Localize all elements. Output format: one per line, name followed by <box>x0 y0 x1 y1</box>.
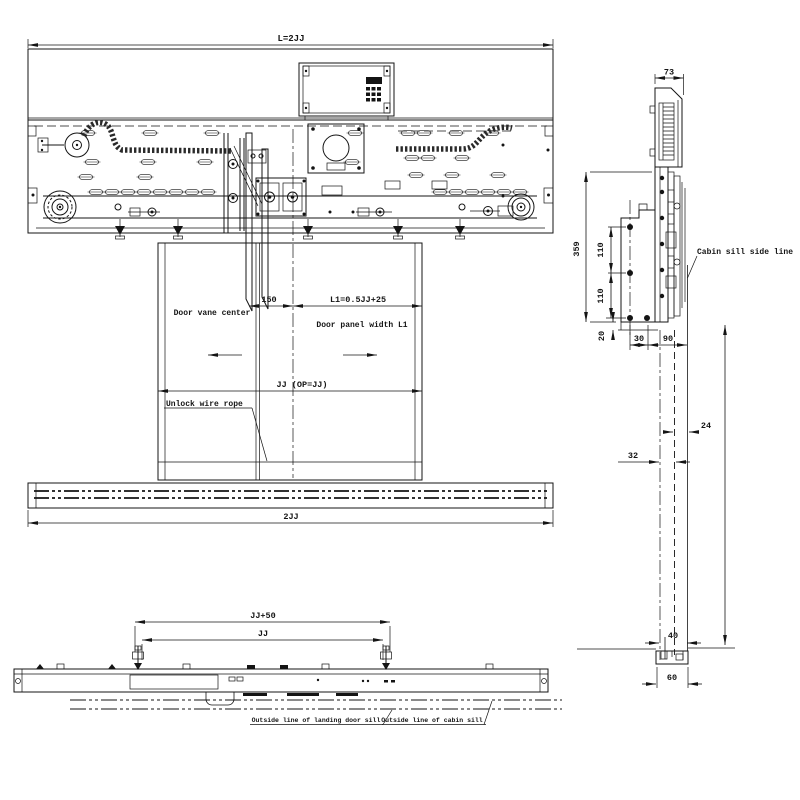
side-horizontal-dimensions: 30 90 <box>629 325 687 350</box>
sill-support-bracket <box>618 200 658 338</box>
dim-overall-width: L=2JJ <box>27 34 554 48</box>
mounting-bolts <box>132 645 392 670</box>
sill-outside-lines: Outside line of landing door sill Outsid… <box>70 699 562 725</box>
hanger-assembly <box>654 166 686 323</box>
dim-spacing-lower-label: 110 <box>596 288 606 303</box>
dim-opening-plan-label: JJ <box>258 629 268 639</box>
side-view: 73 <box>572 68 793 688</box>
motor-plate <box>307 123 365 174</box>
sill-cross-section: 40 60 <box>577 631 735 688</box>
belt-drive <box>43 190 537 224</box>
door-panels <box>157 242 423 481</box>
dim-top-width-label: 73 <box>664 68 674 78</box>
plan-dimensions: JJ+50 JJ <box>134 611 391 660</box>
left-pulley <box>43 190 77 224</box>
door-coupler-mechanism <box>128 133 514 233</box>
dim-spacing-upper-label: 110 <box>596 242 606 257</box>
dim-panel-width-label: L1=0.5JJ+25 <box>330 295 386 305</box>
landing-sill-front: 2JJ <box>27 482 554 527</box>
door-hanger-rollers <box>114 218 466 240</box>
dim-bracket-span-label: JJ+50 <box>250 611 276 621</box>
dim-bolt-span-label: 30 <box>634 334 644 344</box>
controller-keypad <box>366 77 382 102</box>
label-outside-cabin-sill: Outside line of cabin sill <box>381 717 483 724</box>
dim-overall-width-label: L=2JJ <box>277 34 304 44</box>
dim-sill-total-label: 2JJ <box>283 512 298 522</box>
left-drag-chain <box>81 119 233 154</box>
top-hanger-bracket <box>649 87 683 168</box>
gap-dimensions: 24 32 <box>618 421 711 464</box>
dim-bottom-offset-label: 20 <box>597 331 607 341</box>
unlock-wire-rope-callout: Unlock wire rope <box>164 400 268 462</box>
dim-sill-width-label: 60 <box>667 673 677 683</box>
dim-height-label: 359 <box>572 241 582 256</box>
bottom-view: JJ+50 JJ <box>13 611 562 725</box>
dim-vane-offset-label: 150 <box>261 295 276 305</box>
label-door-vane-center: Door vane center <box>174 309 251 318</box>
dim-gap-right-label: 24 <box>701 421 711 431</box>
door-controller-box <box>298 62 395 120</box>
label-door-panel-width: Door panel width L1 <box>316 321 407 330</box>
side-vertical-dimensions: 359 110 110 20 <box>572 171 652 341</box>
label-outside-landing-sill: Outside line of landing door sill <box>252 717 381 724</box>
mounting-slots <box>77 130 529 195</box>
sill-reference-lines <box>659 325 727 660</box>
label-unlock-wire-rope: Unlock wire rope <box>166 400 243 409</box>
dim-gap-left-label: 32 <box>628 451 638 461</box>
right-pulley <box>507 193 535 221</box>
door-vane <box>245 132 269 312</box>
header-cover <box>27 48 554 121</box>
right-drag-chain <box>396 124 513 152</box>
cabin-sill-side-line-callout: Cabin sill side line <box>687 248 793 651</box>
front-view: L=2JJ <box>27 34 554 527</box>
plan-bar <box>13 663 549 706</box>
door-dimensions: 150 L1=0.5JJ+25 Door vane center Door pa… <box>158 295 422 393</box>
dim-opening-label: JJ (OP=JJ) <box>276 380 327 390</box>
dim-top-width: 73 <box>654 68 684 95</box>
label-cabin-sill-side-line: Cabin sill side line <box>697 248 793 257</box>
drive-motor-and-chains <box>37 119 513 158</box>
dim-groove-label: 40 <box>668 631 678 641</box>
dim-sill-offset-label: 90 <box>663 334 673 344</box>
